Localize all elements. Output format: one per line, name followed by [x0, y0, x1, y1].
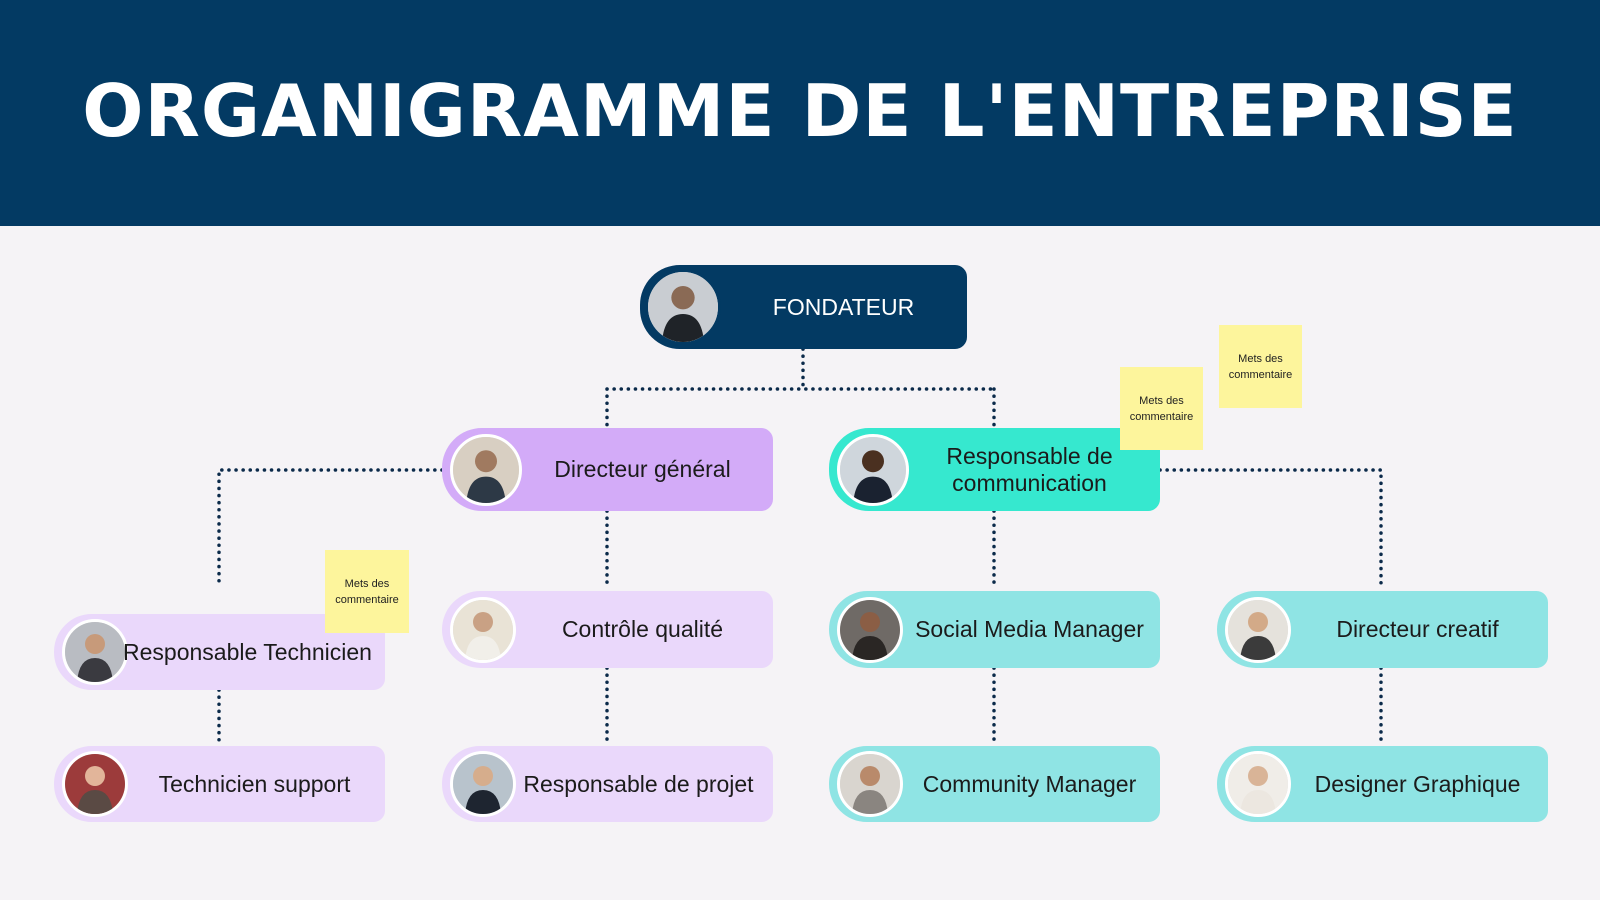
connector-director-to-techlead [217, 468, 444, 587]
node-social-media[interactable]: Social Media Manager [829, 591, 1160, 668]
node-creative-director[interactable]: Directeur creatif [1217, 591, 1548, 668]
node-label: FONDATEUR [772, 293, 915, 320]
node-project-manager[interactable]: Responsable de projet [442, 746, 773, 822]
person-avatar-icon [1225, 751, 1291, 817]
node-quality[interactable]: Contrôle qualité [442, 591, 773, 668]
sticky-note[interactable]: Mets des commentaire [1219, 325, 1302, 408]
person-avatar-icon [1225, 596, 1291, 663]
person-avatar-icon [837, 433, 909, 506]
person-avatar-icon [450, 433, 522, 506]
connector-comm-to-creative [1158, 468, 1383, 587]
node-label: Responsable de communication [946, 442, 1113, 496]
sticky-note[interactable]: Mets des commentaire [1120, 367, 1203, 450]
connector-founder-to-level1 [605, 347, 996, 428]
person-avatar-icon [450, 596, 516, 663]
node-label: Social Media Manager [915, 616, 1144, 642]
person-avatar-icon [837, 751, 903, 817]
person-avatar-icon [62, 751, 128, 817]
page-header: ORGANIGRAMME DE L'ENTREPRISE [0, 0, 1600, 226]
node-tech-support[interactable]: Technicien support [54, 746, 385, 822]
sticky-note[interactable]: Mets des commentaire [325, 550, 409, 633]
person-avatar-icon [450, 751, 516, 817]
node-label: Responsable Technicien [123, 638, 372, 665]
node-label: Community Manager [922, 770, 1137, 797]
node-label: Directeur général [554, 456, 731, 482]
node-graphic-designer[interactable]: Designer Graphique [1217, 746, 1548, 822]
node-communication[interactable]: Responsable de communication [829, 428, 1160, 511]
page-title: ORGANIGRAMME DE L'ENTREPRISE [82, 68, 1518, 153]
node-director[interactable]: Directeur général [442, 428, 773, 511]
node-label: Designer Graphique [1314, 770, 1521, 797]
node-community-manager[interactable]: Community Manager [829, 746, 1160, 822]
node-label: Technicien support [158, 770, 351, 797]
node-label: Directeur creatif [1336, 616, 1499, 642]
node-founder[interactable]: FONDATEUR [640, 265, 967, 349]
node-label: Contrôle qualité [561, 616, 724, 642]
person-avatar-icon [837, 596, 903, 663]
person-avatar-icon [645, 269, 721, 345]
node-label: Responsable de projet [523, 770, 754, 797]
person-avatar-icon [62, 619, 128, 685]
